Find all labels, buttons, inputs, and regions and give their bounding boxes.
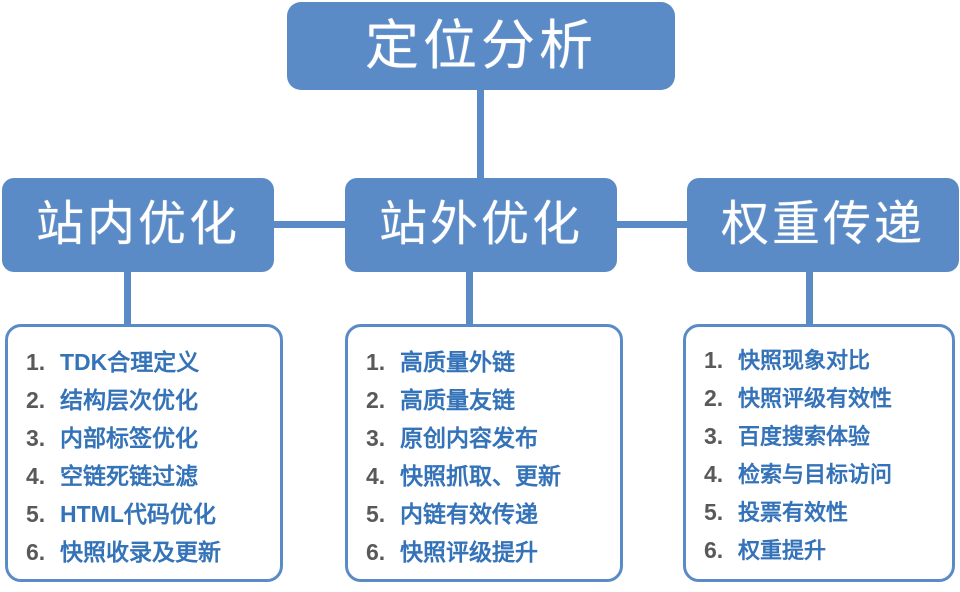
list-item[interactable]: 3. 内部标签优化: [26, 419, 270, 457]
list-item-label: 投票有效性: [738, 500, 849, 525]
connector-external-to-weight: [614, 221, 690, 228]
list-item-label: 结构层次优化: [60, 387, 198, 413]
list-item-label: 原创内容发布: [400, 425, 538, 451]
connector-weight-to-panel: [806, 268, 813, 328]
list-weight: 1. 快照现象对比 2. 快照评级有效性 3. 百度搜索体验 4. 检索与目标访…: [704, 343, 942, 571]
node-weight-transfer[interactable]: 权重传递: [687, 178, 959, 272]
node-external-optimization[interactable]: 站外优化: [345, 178, 617, 272]
connector-root-to-external: [477, 86, 484, 182]
list-item[interactable]: 6. 快照评级提升: [366, 533, 610, 571]
list-item-number: 6.: [704, 537, 724, 563]
panel-internal-optimization: 1. TDK合理定义 2. 结构层次优化 3. 内部标签优化 4. 空链死链过滤…: [5, 324, 283, 582]
list-item[interactable]: 4. 检索与目标访问: [704, 457, 942, 495]
connector-internal-to-panel: [124, 268, 131, 328]
list-item[interactable]: 1. 高质量外链: [366, 343, 610, 381]
list-item-label: TDK合理定义: [60, 349, 200, 375]
node-internal-optimization[interactable]: 站内优化: [2, 178, 274, 272]
list-item-number: 5.: [704, 499, 724, 525]
node-internal-label: 站内优化: [35, 198, 240, 251]
list-item-label: 高质量友链: [400, 387, 515, 413]
list-item[interactable]: 5. 内链有效传递: [366, 495, 610, 533]
list-item-number: 2.: [26, 387, 46, 413]
node-root[interactable]: 定位分析: [287, 2, 675, 90]
list-item-number: 3.: [366, 425, 386, 451]
list-item-number: 6.: [26, 539, 46, 565]
list-item[interactable]: 2. 快照评级有效性: [704, 381, 942, 419]
list-item-label: 快照抓取、更新: [400, 463, 561, 489]
list-item-label: 高质量外链: [400, 349, 515, 375]
list-item-number: 2.: [366, 387, 386, 413]
list-item-label: 权重提升: [738, 538, 827, 563]
node-external-label: 站外优化: [378, 198, 583, 251]
list-item-label: 快照评级有效性: [738, 386, 893, 411]
list-item-label: 内部标签优化: [60, 425, 198, 451]
list-item-number: 5.: [26, 501, 46, 527]
list-internal: 1. TDK合理定义 2. 结构层次优化 3. 内部标签优化 4. 空链死链过滤…: [26, 343, 270, 571]
list-item-number: 1.: [26, 349, 46, 375]
list-item[interactable]: 5. HTML代码优化: [26, 495, 270, 533]
list-item-number: 6.: [366, 539, 386, 565]
node-root-label: 定位分析: [365, 16, 597, 76]
list-item[interactable]: 5. 投票有效性: [704, 495, 942, 533]
list-item[interactable]: 4. 快照抓取、更新: [366, 457, 610, 495]
list-item[interactable]: 1. TDK合理定义: [26, 343, 270, 381]
list-external: 1. 高质量外链 2. 高质量友链 3. 原创内容发布 4. 快照抓取、更新 5…: [366, 343, 610, 571]
list-item[interactable]: 1. 快照现象对比: [704, 343, 942, 381]
list-item[interactable]: 2. 结构层次优化: [26, 381, 270, 419]
list-item[interactable]: 2. 高质量友链: [366, 381, 610, 419]
panel-weight-transfer: 1. 快照现象对比 2. 快照评级有效性 3. 百度搜索体验 4. 检索与目标访…: [683, 324, 955, 582]
list-item-label: 百度搜索体验: [738, 424, 871, 449]
list-item-label: 快照评级提升: [400, 539, 538, 565]
list-item[interactable]: 6. 权重提升: [704, 533, 942, 571]
list-item-number: 4.: [26, 463, 46, 489]
list-item-label: 空链死链过滤: [60, 463, 198, 489]
list-item[interactable]: 4. 空链死链过滤: [26, 457, 270, 495]
list-item-number: 5.: [366, 501, 386, 527]
list-item-number: 2.: [704, 385, 724, 411]
list-item-label: 内链有效传递: [400, 501, 538, 527]
list-item-number: 3.: [26, 425, 46, 451]
list-item[interactable]: 3. 百度搜索体验: [704, 419, 942, 457]
list-item-label: 快照现象对比: [738, 348, 871, 373]
list-item-number: 4.: [704, 461, 724, 487]
list-item-number: 4.: [366, 463, 386, 489]
panel-external-optimization: 1. 高质量外链 2. 高质量友链 3. 原创内容发布 4. 快照抓取、更新 5…: [345, 324, 623, 582]
connector-external-to-panel: [466, 268, 473, 328]
list-item-number: 1.: [704, 347, 724, 373]
list-item[interactable]: 6. 快照收录及更新: [26, 533, 270, 571]
list-item[interactable]: 3. 原创内容发布: [366, 419, 610, 457]
list-item-number: 1.: [366, 349, 386, 375]
node-weight-label: 权重传递: [720, 198, 925, 251]
list-item-label: 快照收录及更新: [60, 539, 221, 565]
list-item-label: 检索与目标访问: [738, 462, 893, 487]
list-item-label: HTML代码优化: [60, 501, 216, 527]
connector-internal-to-external: [272, 221, 348, 228]
list-item-number: 3.: [704, 423, 724, 449]
